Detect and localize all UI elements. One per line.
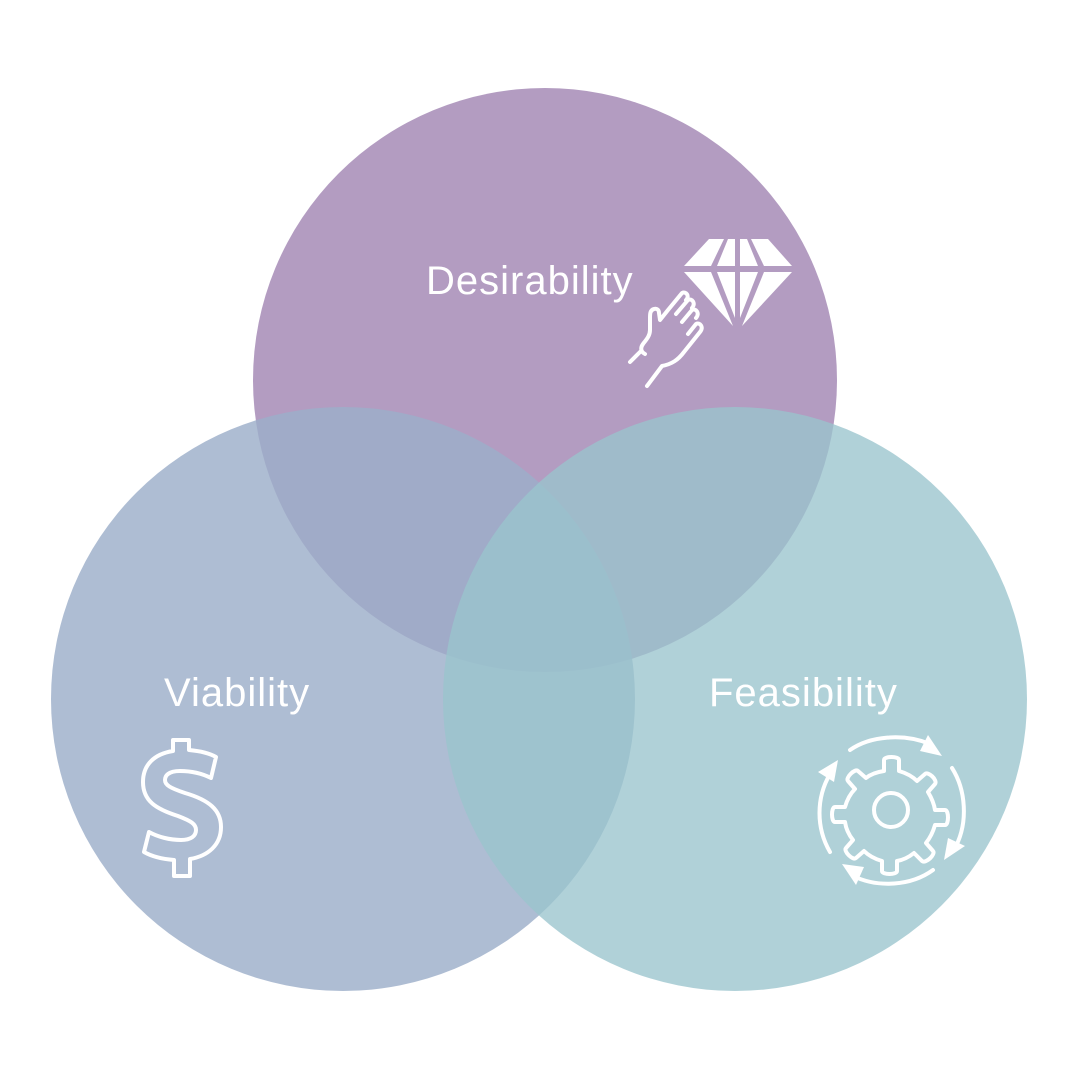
dollar-icon — [141, 738, 223, 878]
hand-icon — [628, 290, 704, 388]
venn-circles — [51, 88, 1027, 991]
gear-cycle-icon — [817, 735, 966, 886]
diamond-hand-icon — [628, 239, 792, 388]
circle-feasibility — [443, 407, 1027, 991]
label-feasibility: Feasibility — [709, 671, 898, 715]
label-desirability: Desirability — [426, 259, 634, 303]
label-viability: Viability — [164, 671, 310, 715]
diamond-icon — [684, 239, 792, 326]
